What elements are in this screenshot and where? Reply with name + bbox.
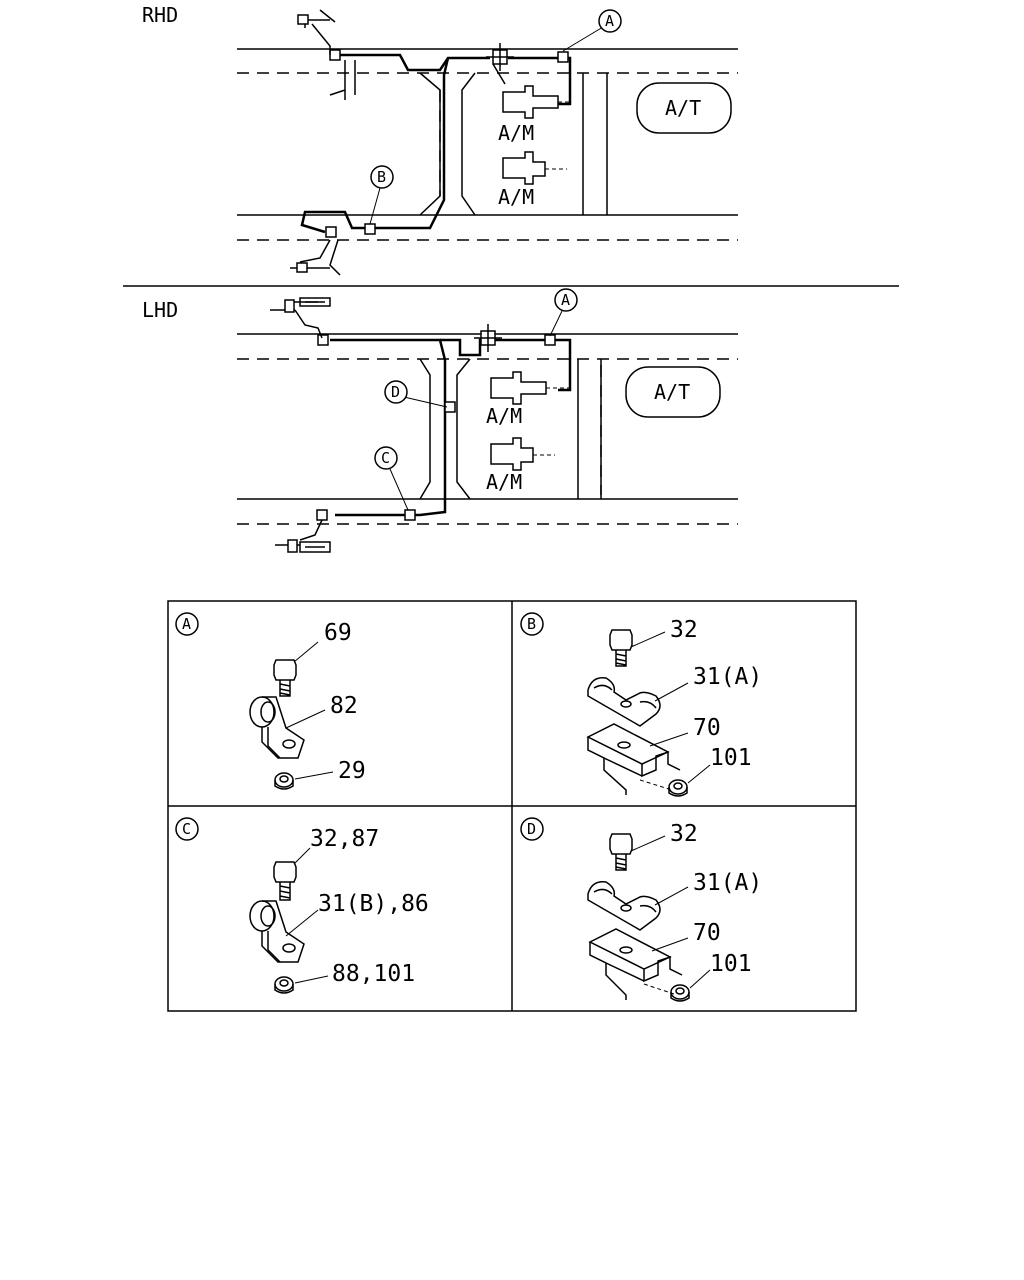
rhd-callout-a: A — [562, 9, 622, 52]
detail-b-bolt — [609, 629, 633, 667]
detail-d-nut-num: 101 — [710, 951, 752, 977]
detail-a-clip-num: 82 — [330, 693, 358, 719]
detail-a-clip — [249, 696, 305, 759]
detail-a-bolt — [273, 659, 297, 697]
rhd-am-valve-2 — [502, 151, 567, 185]
detail-c-bolt — [273, 861, 297, 901]
detail-a-letter: A — [182, 615, 191, 633]
lhd-am-label-1: A/M — [486, 404, 522, 428]
detail-b-bracket-num: 70 — [693, 715, 721, 741]
lhd-callout-d: D — [384, 380, 448, 408]
detail-a-nut-num: 29 — [338, 758, 366, 784]
rhd-am-label-1: A/M — [498, 121, 534, 145]
detail-b-nut-num: 101 — [710, 745, 752, 771]
lhd-am-label-2: A/M — [486, 470, 522, 494]
lhd-callout-c: C — [374, 446, 409, 511]
detail-d-bolt — [609, 833, 633, 871]
svg-text:D: D — [391, 383, 400, 401]
rhd-section: RHD — [142, 3, 738, 276]
rhd-am-label-2: A/M — [498, 185, 534, 209]
svg-text:A: A — [605, 12, 614, 30]
rhd-am-valve-1 — [502, 85, 570, 119]
detail-a: A 69 82 29 — [175, 612, 366, 790]
detail-a-bolt-num: 69 — [324, 620, 352, 646]
lhd-callout-a: A — [549, 288, 578, 337]
detail-d-clamp — [587, 881, 661, 931]
lhd-at-box — [625, 366, 721, 418]
rhd-callout-b: B — [369, 165, 394, 225]
detail-d-letter: D — [527, 820, 536, 838]
detail-c-clip-num: 31(B),86 — [318, 891, 429, 917]
rhd-at-box — [636, 82, 732, 134]
rhd-brake-pipe — [290, 9, 572, 276]
lhd-frame — [237, 333, 738, 525]
detail-b-nut — [668, 779, 688, 797]
detail-c-nut-num: 88,101 — [332, 961, 415, 987]
lhd-am-valve-1 — [490, 371, 570, 405]
detail-c: C 32,87 31(B),86 88,101 — [175, 817, 429, 994]
detail-b-letter: B — [527, 615, 536, 633]
detail-c-nut — [274, 976, 294, 994]
detail-b: B 32 31(A) 70 101 — [520, 612, 762, 797]
detail-d-bolt-num: 32 — [670, 821, 698, 847]
lhd-brake-pipe — [270, 297, 572, 553]
detail-d-clamp-num: 31(A) — [693, 870, 762, 896]
detail-c-letter: C — [182, 820, 191, 838]
rhd-at-label: A/T — [665, 96, 701, 120]
detail-b-bracket — [586, 723, 681, 795]
detail-grid — [167, 600, 857, 1012]
detail-d-bracket-num: 70 — [693, 920, 721, 946]
rhd-frame — [237, 48, 738, 241]
lhd-am-valve-2 — [490, 437, 555, 471]
lhd-at-label: A/T — [654, 380, 690, 404]
detail-b-clamp — [587, 677, 661, 727]
detail-d-nut — [670, 984, 690, 1002]
detail-c-clip — [249, 900, 305, 963]
detail-d-bracket — [588, 928, 683, 1000]
detail-a-nut — [274, 772, 294, 790]
detail-c-bolt-num: 32,87 — [310, 826, 379, 852]
lhd-title: LHD — [142, 298, 178, 322]
detail-b-bolt-num: 32 — [670, 617, 698, 643]
detail-d: D 32 31(A) 70 101 — [520, 817, 762, 1002]
svg-text:C: C — [381, 449, 390, 467]
detail-b-clamp-num: 31(A) — [693, 664, 762, 690]
lhd-section: LHD — [142, 288, 738, 553]
rhd-title: RHD — [142, 3, 178, 27]
svg-text:A: A — [561, 291, 570, 309]
svg-text:B: B — [377, 168, 386, 186]
